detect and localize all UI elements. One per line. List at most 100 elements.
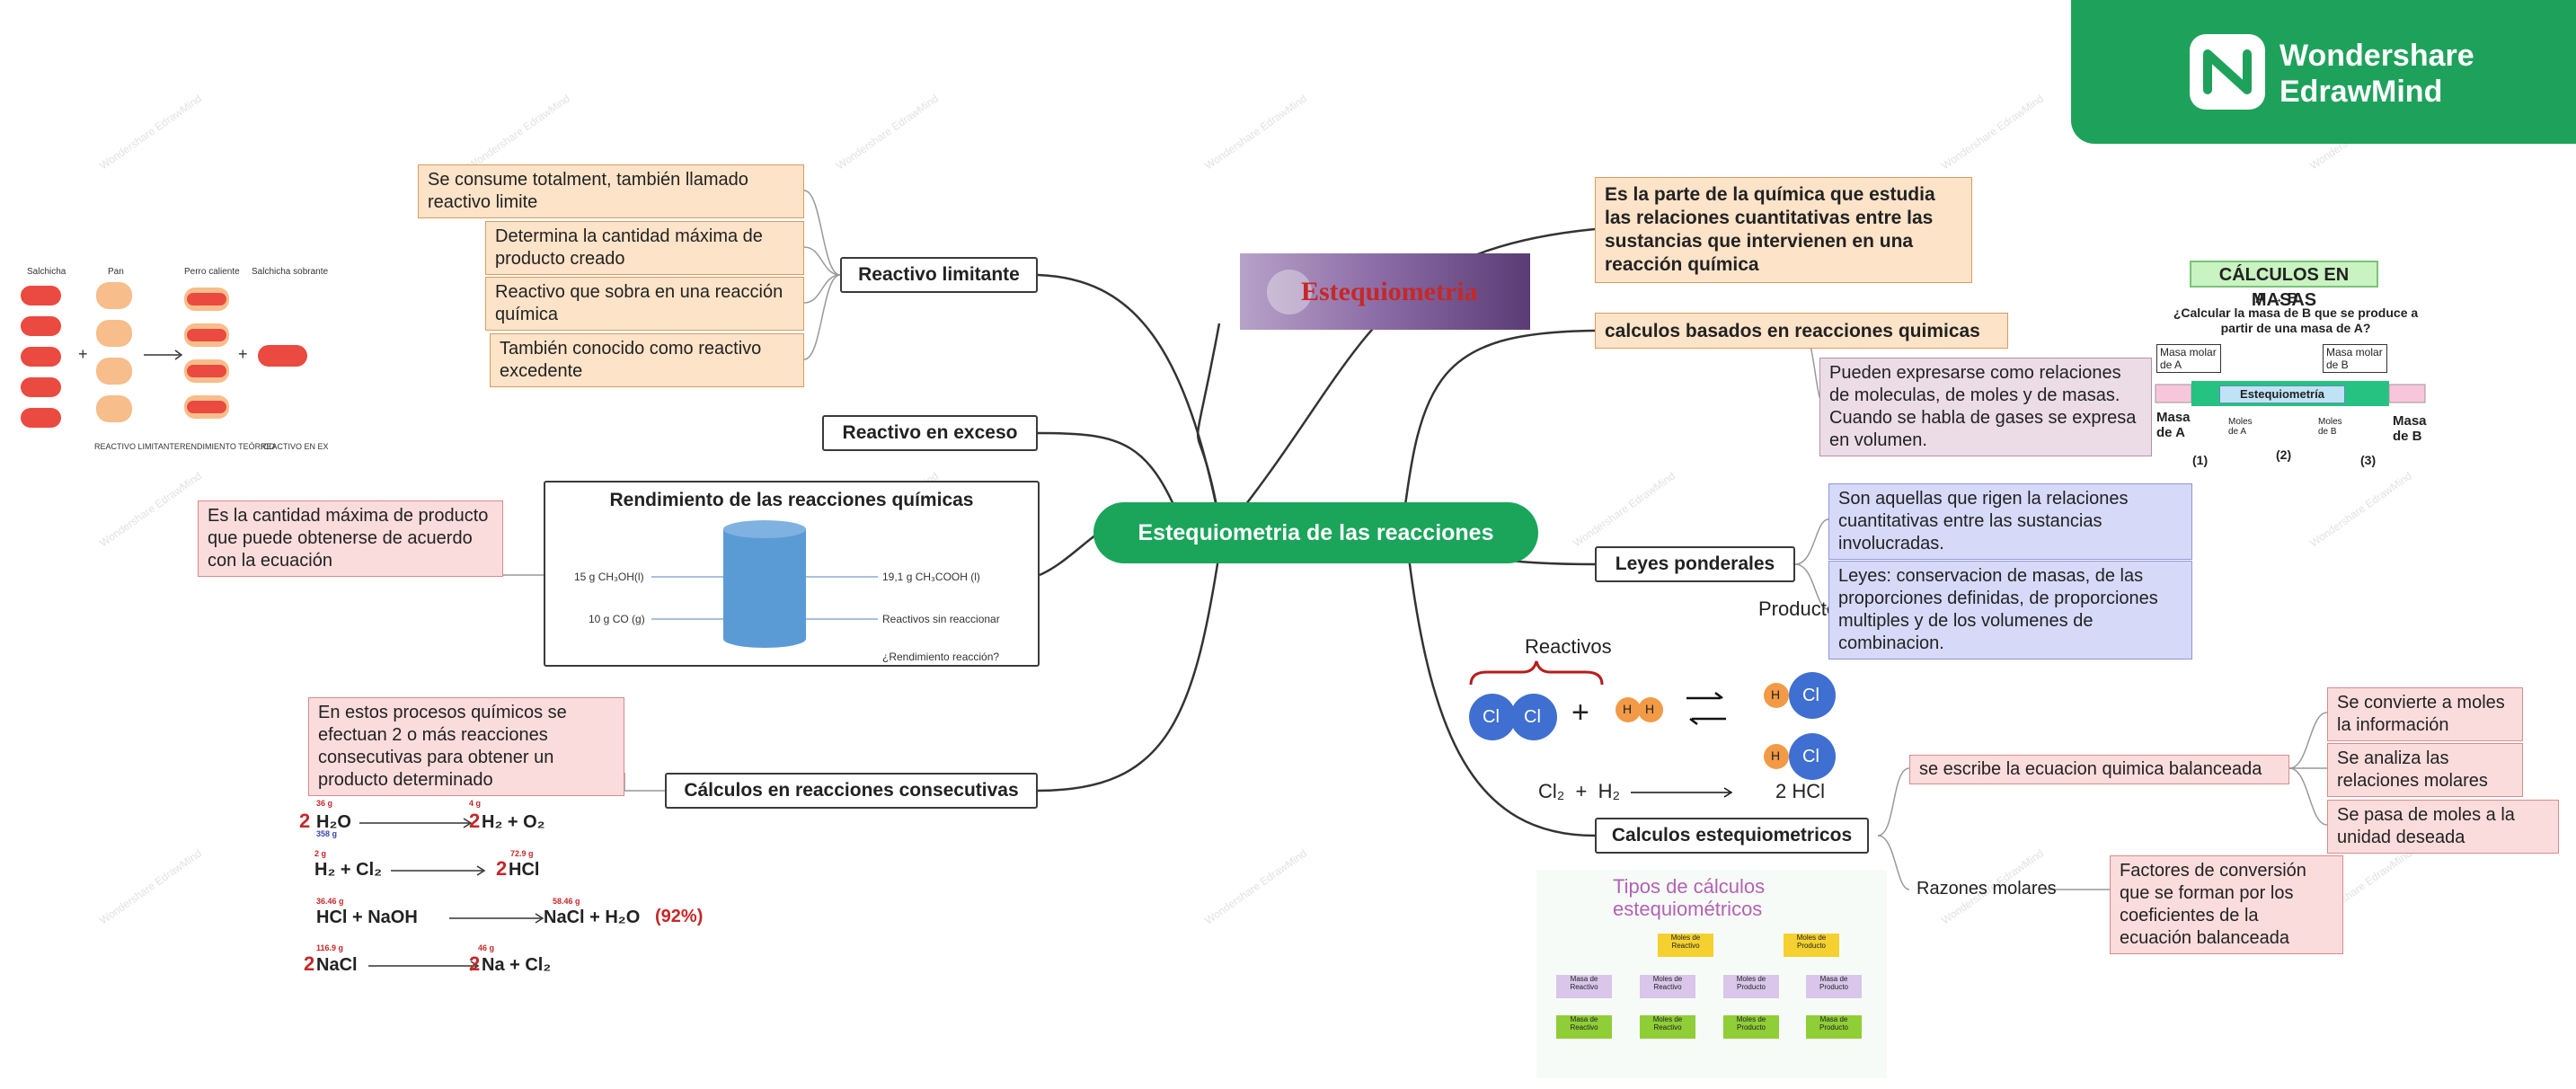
label-pan: Pan: [108, 267, 124, 277]
step-analiza-relaciones[interactable]: Se analiza las relaciones molares: [2327, 743, 2523, 797]
tipos-calculos-illustration: Tipos de cálculos estequiométricos Moles…: [1536, 870, 1887, 1078]
atom-h-1: H: [1623, 702, 1633, 716]
topic-calculos-basados[interactable]: calculos basados en reacciones quimicas: [1595, 313, 2008, 349]
topic-reactivo-exceso[interactable]: Reactivo en exceso: [822, 415, 1038, 451]
note-leyes-1[interactable]: Son aquellas que rigen la relaciones cua…: [1828, 483, 2192, 560]
tipos-r2b: Moles de Reactivo: [1640, 975, 1695, 998]
eq1-right: H₂ + O₂: [482, 812, 545, 832]
eq3-percent: (92%): [655, 907, 704, 926]
eq4-rcoef: 2: [469, 952, 481, 975]
tipos-r2a: Masa de Reactivo: [1556, 975, 1612, 998]
eq1-rcoef: 2: [469, 810, 481, 832]
note-limitante-4[interactable]: También conocido como reactivo excedente: [490, 333, 804, 387]
eq1-rtop: 4 g: [469, 799, 482, 808]
note-calculos-basados[interactable]: Pueden expresarse como relaciones de mol…: [1819, 358, 2152, 456]
consecutive-equations: 2 H₂O 36 g 358 g 4 g 2 H₂ + O₂ 2 g H₂ + …: [297, 795, 764, 993]
eq4-coef: 2: [304, 952, 315, 975]
topic-leyes-ponderales[interactable]: Leyes ponderales: [1595, 546, 1795, 582]
note-limitante-3[interactable]: Reactivo que sobra en una reacción quími…: [485, 277, 804, 331]
atom-h-2: H: [1645, 702, 1655, 716]
label-co: 10 g CO (g): [589, 613, 645, 625]
step-1: (1): [2192, 453, 2209, 467]
note-ecuacion-balanceada[interactable]: se escribe la ecuacion quimica balancead…: [1909, 755, 2289, 784]
label-salchicha: Salchicha: [27, 267, 66, 277]
note-limitante-1[interactable]: Se consume totalment, también llamado re…: [418, 164, 804, 218]
step-2: (2): [2276, 447, 2292, 462]
step-3: (3): [2360, 453, 2377, 467]
tipos-r2d: Masa de Producto: [1806, 975, 1862, 998]
eq4-top: 116.9 g: [316, 943, 344, 952]
atom-cl-4: Cl: [1802, 747, 1819, 766]
atom-cl-2: Cl: [1524, 707, 1541, 727]
tipos-r3c: Moles de Producto: [1723, 1015, 1779, 1039]
topic-reactivo-limitante[interactable]: Reactivo limitante: [840, 257, 1038, 293]
eq1-bottom: 358 g: [316, 829, 338, 838]
eq-product: 2 HCl: [1775, 780, 1826, 802]
label-rendimiento-teorico: RENDIMIENTO TEÓRICO: [180, 442, 275, 451]
molecule-illustration: Reactivos Productos Cl Cl + H H H Cl H C…: [1460, 595, 1847, 815]
topic-rendimiento[interactable]: Rendimiento de las reacciones químicas 1…: [544, 481, 1040, 667]
label-reactivos: Reactivos: [1525, 635, 1612, 658]
rendimiento-diagram: 15 g CH₃OH(l) 10 g CO (g) 19,1 g CH₃COOH…: [574, 520, 1000, 663]
note-factores-conversion[interactable]: Factores de conversión que se forman por…: [2110, 855, 2343, 954]
svg-text:+: +: [78, 345, 88, 363]
note-rendimiento[interactable]: Es la cantidad máxima de producto que pu…: [198, 500, 503, 577]
masa-b: Masa de B: [2393, 413, 2427, 444]
eq4-right: Na + Cl₂: [482, 955, 552, 975]
label-ch3cooh: 19,1 g CH₃COOH (l): [882, 571, 980, 583]
eq4-left: NaCl: [316, 955, 358, 975]
rendimiento-title: Rendimiento de las reacciones químicas: [609, 490, 974, 510]
eq1-coef: 2: [299, 810, 311, 832]
masa-molar-b: Masa molar de B: [2323, 344, 2387, 373]
atom-h-4: H: [1771, 748, 1781, 763]
eq3-left: HCl + NaOH: [316, 908, 418, 927]
note-leyes-2[interactable]: Leyes: conservacion de masas, de las pro…: [1828, 561, 2192, 660]
eq3-top: 36.46 g: [316, 897, 344, 906]
eq-reactants: Cl₂ + H₂: [1538, 780, 1621, 802]
note-consecutivas[interactable]: En estos procesos químicos se efectuan 2…: [308, 697, 624, 796]
razones-molares[interactable]: Razones molares: [1917, 879, 2057, 899]
estequiometria-banner: Estequiometria: [1240, 253, 1530, 330]
step-convierte-moles[interactable]: Se convierte a moles la información: [2327, 687, 2523, 741]
svg-text:+: +: [238, 345, 248, 363]
topic-calculos-estequiometricos[interactable]: Calculos estequiometricos: [1595, 818, 1869, 854]
atom-cl-3: Cl: [1802, 686, 1819, 705]
eq2-left: H₂ + Cl₂: [314, 860, 383, 880]
eq3-rtop: 58.46 g: [553, 897, 580, 906]
label-perro-caliente: Perro caliente: [184, 267, 240, 277]
label-ch3oh: 15 g CH₃OH(l): [574, 571, 644, 583]
atom-h-3: H: [1771, 687, 1781, 702]
masas-question: ¿Calcular la masa de B que se produce a …: [2173, 305, 2419, 335]
eq2-right: HCl: [509, 860, 540, 880]
label-reactivo-exceso: REACTIVO EN EXCESO: [261, 442, 328, 451]
flask-icon: [1267, 270, 1312, 314]
eq1-left: H₂O: [316, 812, 351, 832]
definition-topic[interactable]: Es la parte de la química que estudia la…: [1595, 177, 1972, 283]
tipos-title: Tipos de cálculos estequiométricos: [1613, 875, 1766, 920]
masas-title: CÁLCULOS EN MASAS: [2190, 261, 2378, 310]
tipos-r1b: Moles de Producto: [1784, 934, 1839, 957]
masa-molar-a: Masa molar de A: [2156, 344, 2221, 373]
label-reactivo-limitante: REACTIVO LIMITANTE: [94, 442, 180, 451]
label-sin-reaccionar: Reactivos sin reaccionar: [882, 613, 1000, 625]
eq2-top: 2 g: [314, 849, 327, 858]
eq1-top: 36 g: [316, 799, 333, 808]
masas-core: Estequiometría: [2219, 385, 2345, 403]
step-pasa-moles[interactable]: Se pasa de moles a la unidad deseada: [2327, 800, 2559, 854]
tipos-r3d: Masa de Producto: [1806, 1015, 1862, 1039]
central-topic[interactable]: Estequiometria de las reacciones: [1093, 502, 1538, 563]
masa-a: Masa de A: [2156, 410, 2191, 440]
calculos-masas-diagram: CÁLCULOS EN MASAS A → B ¿Calcular la mas…: [2152, 259, 2435, 474]
atom-cl-1: Cl: [1483, 707, 1500, 727]
plus-sign: +: [1571, 695, 1589, 730]
eq3-right: NaCl + H₂O: [544, 908, 641, 927]
banner-title: Estequiometria: [1301, 277, 1478, 306]
note-limitante-2[interactable]: Determina la cantidad máxima de producto…: [485, 221, 804, 275]
topic-calculos-consecutivas[interactable]: Cálculos en reacciones consecutivas: [665, 773, 1038, 809]
moles-a: Moles de A: [2228, 417, 2253, 437]
tipos-r2c: Moles de Producto: [1723, 975, 1779, 998]
tipos-r3a: Masa de Reactivo: [1556, 1015, 1612, 1039]
tipos-r3b: Moles de Reactivo: [1640, 1015, 1695, 1039]
